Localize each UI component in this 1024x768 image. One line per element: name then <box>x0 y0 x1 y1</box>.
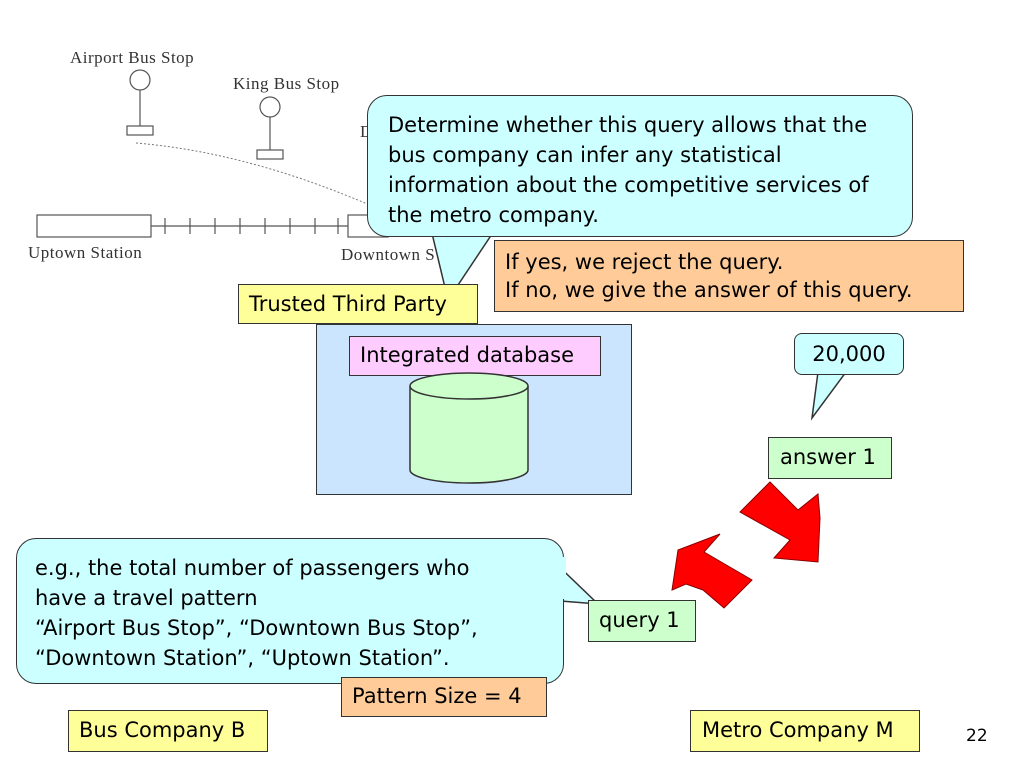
airport-bus-stop-icon <box>126 69 154 136</box>
downtown-station-label: Downtown S <box>341 245 436 264</box>
answer-value-callout: 20,000 <box>794 333 904 375</box>
king-bus-stop-icon <box>256 96 284 160</box>
example-line-pattern: “Airport Bus Stop”, “Downtown Bus Stop”,… <box>35 616 478 670</box>
uptown-station-icon <box>36 214 152 238</box>
trusted-third-party-label: Trusted Third Party <box>238 284 478 324</box>
answer-label: answer 1 <box>768 437 892 479</box>
determine-callout-text: Determine whether this query allows that… <box>388 113 869 227</box>
answer-value-callout-tail <box>810 371 848 421</box>
arrow-up-left-icon <box>671 533 753 609</box>
answer-value-text: 20,000 <box>812 342 886 366</box>
decision-line-no: If no, we give the answer of this query. <box>505 278 913 302</box>
king-bus-stop-label: King Bus Stop <box>233 74 340 93</box>
airport-bus-stop-label: Airport Bus Stop <box>70 48 195 67</box>
metro-company-label: Metro Company M <box>690 710 920 752</box>
query-label: query 1 <box>588 600 696 642</box>
page-number: 22 <box>966 726 988 746</box>
decision-box: If yes, we reject the query. If no, we g… <box>494 240 964 312</box>
integrated-database-label: Integrated database <box>349 336 601 376</box>
answer-tail-seam <box>819 371 845 374</box>
example-callout: e.g., the total number of passengers who… <box>16 538 564 684</box>
example-line-intro: e.g., the total number of passengers who… <box>35 556 470 610</box>
bus-company-label: Bus Company B <box>68 710 268 752</box>
tail-seam <box>431 224 497 227</box>
determine-callout: Determine whether this query allows that… <box>367 95 913 237</box>
uptown-station-label: Uptown Station <box>28 243 143 262</box>
bus-route-line <box>135 142 373 207</box>
pattern-size-label: Pattern Size = 4 <box>341 677 547 717</box>
arrow-down-right-icon <box>739 481 821 563</box>
decision-line-yes: If yes, we reject the query. <box>505 250 784 274</box>
example-tail-seam <box>562 557 566 599</box>
